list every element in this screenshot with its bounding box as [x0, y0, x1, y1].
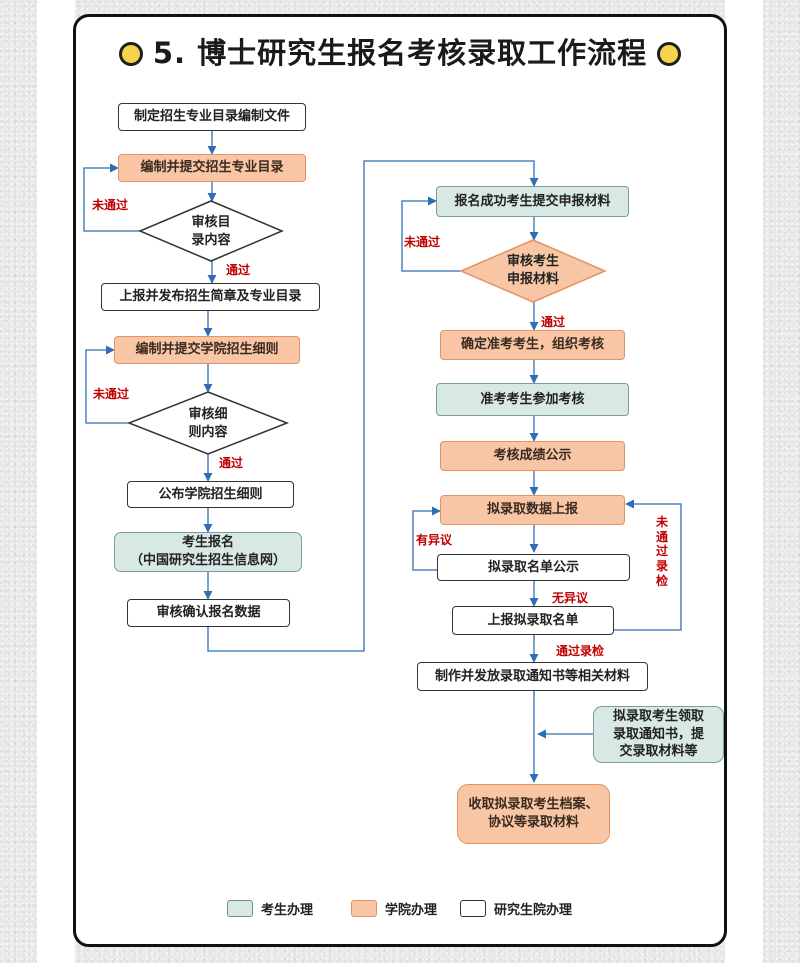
label-no-objection: 无异议 — [552, 591, 589, 605]
decision-review-catalog: 审核目录内容 — [191, 214, 231, 248]
legend-candidate: 考生办理 — [227, 899, 313, 918]
label-fail-check: 未 通 过 录 检 — [656, 515, 669, 588]
yellow-dot-icon — [118, 42, 143, 66]
step-publish-brochure: 上报并发布招生简章及专业目录 — [101, 283, 320, 311]
decision-review-materials: 审核考生申报材料 — [506, 253, 559, 287]
label-fail-materials: 未通过 — [404, 235, 441, 249]
legend-swatch-candidate — [227, 900, 253, 917]
page-title: 5. 博士研究生报名考核录取工作流程 — [0, 30, 800, 72]
right-white-strip — [725, 0, 763, 963]
step-report-admission-data: 拟录取数据上报 — [440, 495, 625, 525]
label-pass-materials: 通过 — [541, 315, 566, 329]
label-fail-rules: 未通过 — [93, 387, 130, 401]
label-pass-check: 通过录检 — [556, 644, 605, 658]
step-collect-admission-materials: 收取拟录取考生档案、协议等录取材料 — [457, 784, 610, 844]
label-objection: 有异议 — [416, 533, 453, 547]
review-rules-diamond — [126, 391, 290, 455]
label-pass-rules: 通过 — [219, 456, 244, 470]
step-publicize-scores: 考核成绩公示 — [440, 441, 625, 471]
yellow-dot-icon — [657, 42, 682, 66]
step-publish-college-rules: 公布学院招生细则 — [127, 481, 294, 508]
legend-swatch-graduate-school — [460, 900, 486, 917]
step-organize-assessment: 确定准考考生，组织考核 — [440, 330, 625, 360]
legend-college: 学院办理 — [351, 899, 437, 918]
step-publicize-admission-list: 拟录取名单公示 — [437, 554, 630, 581]
decision-review-rules: 审核细则内容 — [188, 406, 228, 440]
step-receive-letter-submit-materials: 拟录取考生领取录取通知书，提交录取材料等 — [593, 706, 724, 763]
legend-graduate-school: 研究生院办理 — [460, 899, 572, 918]
label-fail-catalog: 未通过 — [92, 198, 129, 212]
step-submit-catalog: 编制并提交招生专业目录 — [118, 154, 306, 182]
review-materials-diamond — [459, 239, 607, 303]
step-verify-registration: 审核确认报名数据 — [127, 599, 290, 627]
step-report-admission-list: 上报拟录取名单 — [452, 606, 614, 635]
step-submit-application-materials: 报名成功考生提交申报材料 — [436, 186, 629, 217]
review-catalog-diamond — [138, 200, 284, 262]
step-attend-assessment: 准考考生参加考核 — [436, 383, 629, 416]
legend-swatch-college — [351, 900, 377, 917]
step-issue-admission-letters: 制作并发放录取通知书等相关材料 — [417, 662, 648, 691]
step-candidate-register: 考生报名（中国研究生招生信息网） — [114, 532, 302, 572]
step-draft-catalog-docs: 制定招生专业目录编制文件 — [118, 103, 306, 131]
left-white-strip — [37, 0, 75, 963]
label-pass-catalog: 通过 — [226, 263, 251, 277]
title-text: 5. 博士研究生报名考核录取工作流程 — [152, 36, 648, 70]
step-submit-college-rules: 编制并提交学院招生细则 — [114, 336, 300, 364]
